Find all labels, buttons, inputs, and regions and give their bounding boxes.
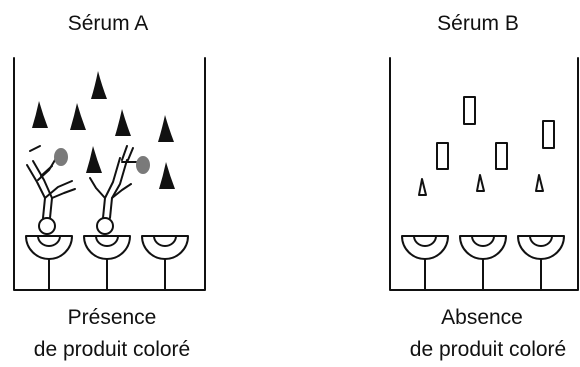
substrate-open-b3 — [535, 174, 544, 192]
serum-b-caption-line1: Absence — [441, 306, 523, 329]
bound-antigen-a2 — [96, 217, 114, 235]
receptor-a1 — [25, 235, 73, 291]
receptor-a2 — [83, 235, 131, 291]
well-b-outline — [389, 57, 579, 291]
serum-a-caption-line1: Présence — [67, 306, 157, 329]
antibody-complex-a2 — [89, 145, 137, 219]
substrate-open-b2 — [476, 174, 485, 192]
product-a1 — [91, 71, 107, 99]
receptor-b3 — [517, 235, 565, 291]
serum-a-title: Sérum A — [67, 12, 149, 35]
product-a4 — [115, 109, 131, 136]
serum-a-caption-line2: de produit coloré — [33, 338, 191, 361]
receptor-a3 — [141, 235, 189, 291]
product-a5 — [158, 115, 174, 142]
antibody-complex-a1 — [26, 145, 76, 219]
well-b — [389, 57, 579, 291]
free-antibody-b3 — [495, 142, 508, 170]
well-a-outline — [13, 57, 206, 291]
free-antibody-b4 — [542, 120, 555, 149]
free-antibody-b2 — [436, 142, 449, 170]
well-a — [13, 57, 206, 291]
colored-products-a — [32, 71, 175, 189]
enzyme-a2 — [136, 156, 150, 174]
bound-antigen-a1 — [38, 217, 56, 235]
product-a6 — [86, 146, 102, 173]
enzyme-a1 — [54, 148, 68, 166]
product-a3 — [70, 103, 86, 130]
product-a7 — [159, 162, 175, 189]
receptor-b2 — [459, 235, 507, 291]
serum-b-caption-line2: de produit coloré — [409, 338, 567, 361]
product-a2 — [32, 101, 48, 128]
substrate-open-b1 — [418, 178, 427, 196]
receptor-b1 — [401, 235, 449, 291]
free-antibody-b1 — [463, 96, 476, 125]
serum-b-title: Sérum B — [437, 12, 519, 35]
